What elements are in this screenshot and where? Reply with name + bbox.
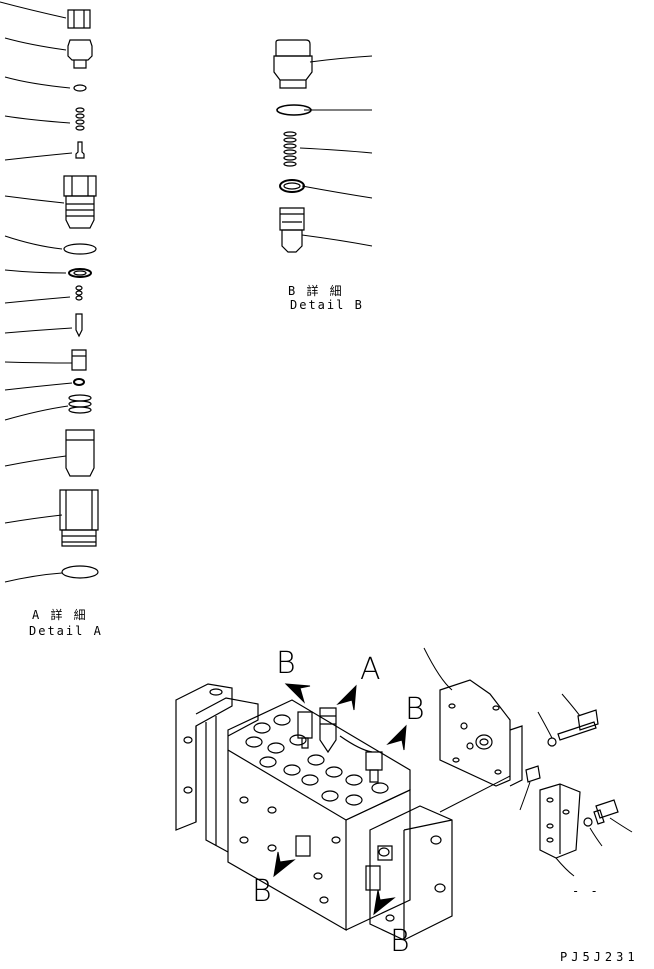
spring-large-a [68, 394, 92, 414]
detail-b-title-en: Detail B [290, 298, 364, 312]
callout-label-b-bottom: B [390, 924, 410, 959]
callout-label-a: A [360, 652, 381, 687]
drawing-code: PJ5J231 [560, 950, 639, 964]
callout-label-b-right: B [405, 692, 425, 727]
callout-arrows [273, 683, 407, 916]
detail-b-parts [273, 39, 373, 253]
callout-label-b-top: B [276, 646, 296, 681]
callout-label-b-bottom-left: B [252, 874, 272, 909]
spring-b [283, 131, 297, 167]
control-valve-assembly [175, 683, 453, 941]
spring-small-a [75, 107, 85, 131]
detail-a-leaders [0, 1, 73, 583]
note-dashes: - - [572, 884, 600, 898]
detail-a-parts [0, 1, 99, 583]
cover-plate-assembly [423, 647, 633, 877]
detail-b-leaders [299, 55, 373, 247]
detail-b-title-jp: B 詳 細 [288, 284, 344, 298]
detail-a-title-jp: A 詳 細 [32, 608, 88, 622]
spring-small-a2 [75, 285, 83, 301]
detail-a-title-en: Detail A [29, 624, 103, 638]
